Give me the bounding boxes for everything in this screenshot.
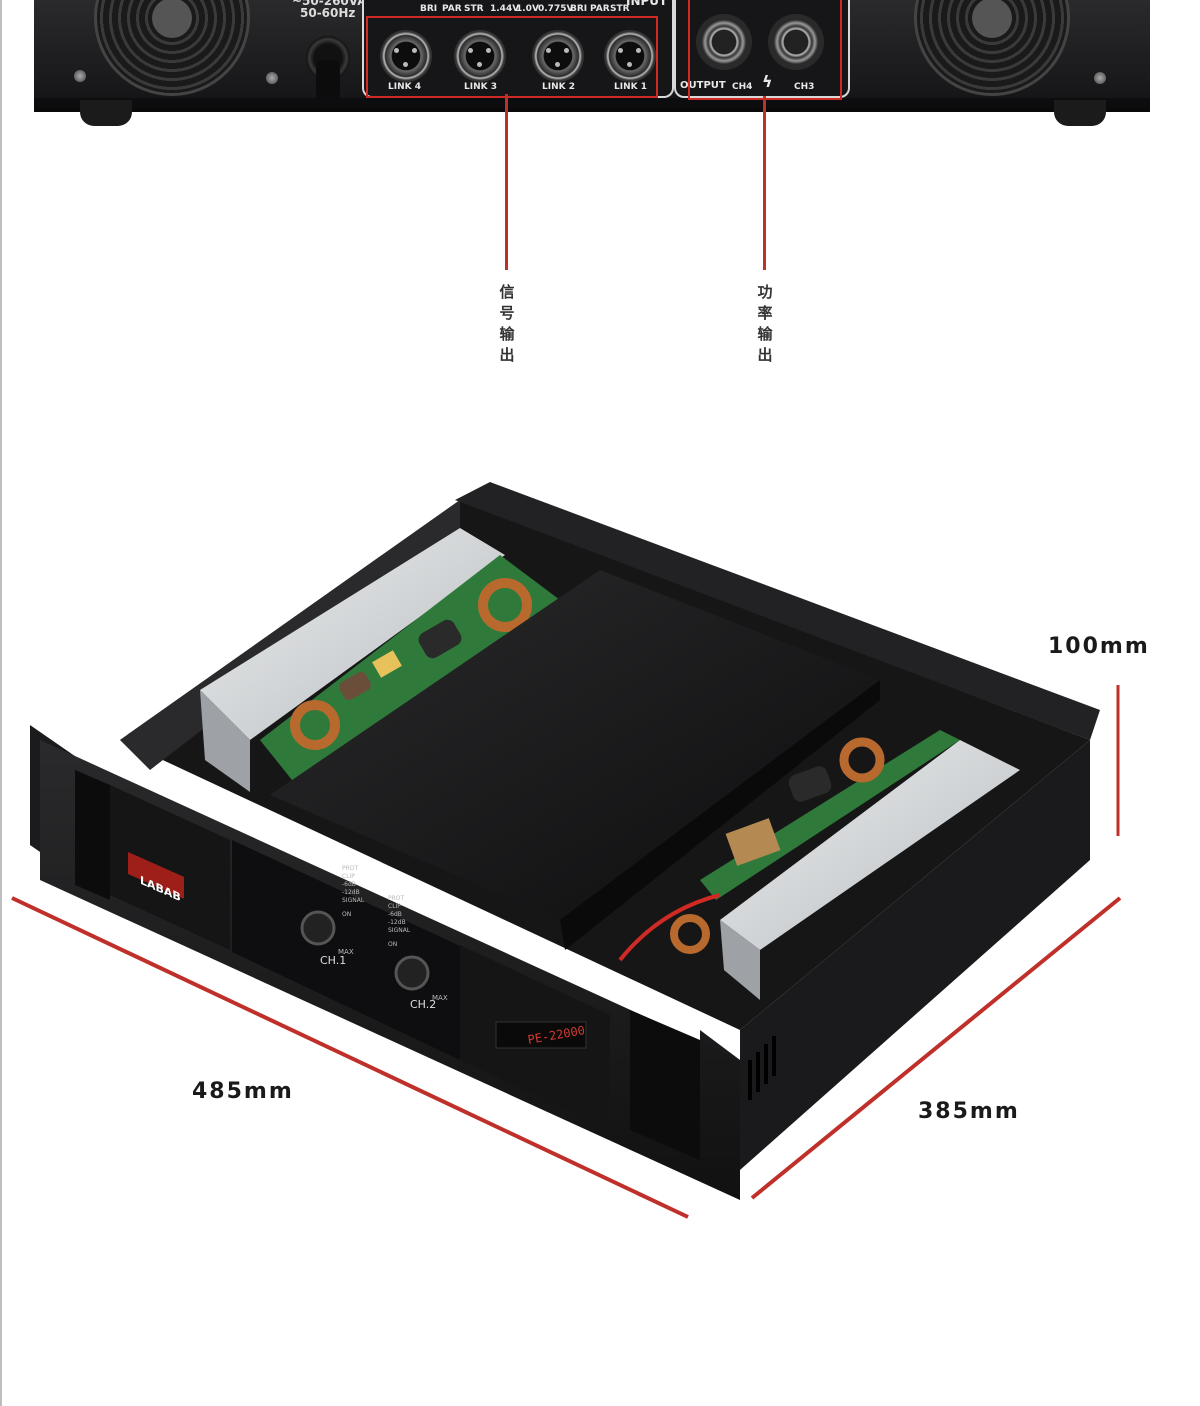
depth-dimension-label: 385mm xyxy=(918,1099,1020,1124)
xlr-jack-icon xyxy=(604,30,656,82)
model-display xyxy=(495,1021,587,1049)
toroid-coil-icon xyxy=(478,578,532,632)
lightning-icon: ϟ xyxy=(762,72,773,91)
link-label: LINK 1 xyxy=(614,82,647,92)
right-pcb xyxy=(700,730,960,900)
led-labels-ch2: PROT CLIP -6dB -12dB SIGNAL ON xyxy=(388,895,411,948)
led-label: CLIP xyxy=(388,903,401,910)
voltage-line-1: ~50-260VAC xyxy=(292,0,376,8)
led-labels-ch1: PROT CLIP -6dB -12dB SIGNAL ON xyxy=(342,865,365,918)
red-wire xyxy=(618,893,721,962)
voltage-line-2: 50-60Hz xyxy=(300,6,356,20)
signal-output-highlight xyxy=(366,16,658,98)
led-label: PROT xyxy=(342,865,359,872)
led-label: PROT xyxy=(388,895,405,902)
width-dimension-label: 485mm xyxy=(192,1079,294,1104)
switch-label: BRI xyxy=(420,4,438,14)
toroid-coil-icon xyxy=(839,737,885,783)
label-char: 号 xyxy=(499,304,515,322)
right-fan-icon xyxy=(914,0,1070,96)
screw xyxy=(1094,72,1106,84)
height-dimension-label: 100mm xyxy=(1048,634,1150,659)
output-panel: OUTPUT CH4 ϟ CH3 xyxy=(674,0,850,98)
link-label: LINK 3 xyxy=(464,82,497,92)
left-handle xyxy=(75,770,110,900)
chassis-back-wall xyxy=(455,482,1100,740)
led-label: ON xyxy=(388,941,397,948)
link-label: LINK 2 xyxy=(542,82,575,92)
led-label: SIGNAL xyxy=(342,897,365,904)
screw xyxy=(266,72,278,84)
toroid-coil-icon xyxy=(290,700,340,750)
sensitivity-label: 1.0V xyxy=(516,4,539,14)
speakon-jack-icon xyxy=(696,14,752,70)
led-label: CLIP xyxy=(342,873,355,880)
right-heatsink xyxy=(720,740,1020,950)
left-edge-rule xyxy=(0,0,2,1406)
power-output-leader xyxy=(763,96,766,270)
xlr-jack-icon xyxy=(380,30,432,82)
rubber-foot xyxy=(1054,100,1106,126)
switch-label: STR xyxy=(464,4,484,14)
brand-badge xyxy=(128,851,184,899)
signal-panel: BRI PAR STR 1.44V 1.0V 0.775V BRI PAR ST… xyxy=(362,0,674,98)
link-label: LINK 4 xyxy=(388,82,421,92)
signal-output-leader xyxy=(505,94,508,270)
label-char: 输 xyxy=(757,325,773,343)
led-label: SIGNAL xyxy=(388,927,411,934)
led-label: ON xyxy=(342,911,351,918)
signal-output-label: 信 号 输 出 xyxy=(497,282,517,366)
led-label: -6dB xyxy=(388,911,402,918)
switch-label: BRI xyxy=(570,4,588,14)
label-char: 出 xyxy=(757,346,773,364)
channel-label: CH4 xyxy=(732,82,753,92)
left-vent xyxy=(110,785,230,950)
ch1-gain-knob-icon[interactable] xyxy=(300,910,336,946)
label-char: 信 xyxy=(499,283,515,301)
max-label: MAX xyxy=(432,994,448,1002)
label-char: 功 xyxy=(757,283,773,301)
left-heatsink xyxy=(200,528,505,740)
toroid-coil-icon xyxy=(670,914,710,954)
rear-rail xyxy=(34,98,1150,108)
rear-panel: ~50-260VAC 50-60Hz BRI PAR STR 1.44V 1.0… xyxy=(34,0,1150,112)
ch2-label: CH.2 xyxy=(410,998,436,1011)
screw xyxy=(74,70,86,82)
speakon-jack-icon xyxy=(768,14,824,70)
ch2-gain-knob-icon[interactable] xyxy=(394,955,430,991)
sensitivity-label: 1.44V xyxy=(490,4,520,14)
channel-label: CH3 xyxy=(794,82,815,92)
amplifier-chassis-illustration: LABAB CH.1 CH.2 MAX MAX PROT CLIP -6dB -… xyxy=(11,482,1122,1219)
led-label: -12dB xyxy=(388,919,406,926)
led-label: -6dB xyxy=(342,881,356,888)
power-output-highlight xyxy=(688,0,842,100)
right-handle xyxy=(630,1010,700,1160)
depth-dimension-line xyxy=(750,896,1122,1200)
label-char: 输 xyxy=(499,325,515,343)
width-dimension-line xyxy=(11,896,689,1219)
led-label: -12dB xyxy=(342,889,360,896)
max-label: MAX xyxy=(338,948,354,956)
power-output-label: 功 率 输 出 xyxy=(755,282,775,366)
switch-label: PAR xyxy=(590,4,610,14)
rubber-foot xyxy=(80,100,132,126)
input-label: INPUT xyxy=(626,0,668,8)
xlr-jack-icon xyxy=(532,30,584,82)
switch-label: PAR xyxy=(442,4,462,14)
center-cover xyxy=(270,570,880,920)
xlr-jack-icon xyxy=(454,30,506,82)
switch-label: STR xyxy=(610,4,630,14)
left-fan-icon xyxy=(94,0,250,96)
output-label: OUTPUT xyxy=(680,80,726,91)
side-vent xyxy=(748,1036,776,1100)
ch1-label: CH.1 xyxy=(320,954,346,967)
label-char: 出 xyxy=(499,346,515,364)
chassis-right-wall xyxy=(740,740,1090,1170)
label-char: 率 xyxy=(757,304,773,322)
control-recess xyxy=(232,840,460,1060)
sensitivity-label: 0.775V xyxy=(538,4,574,14)
